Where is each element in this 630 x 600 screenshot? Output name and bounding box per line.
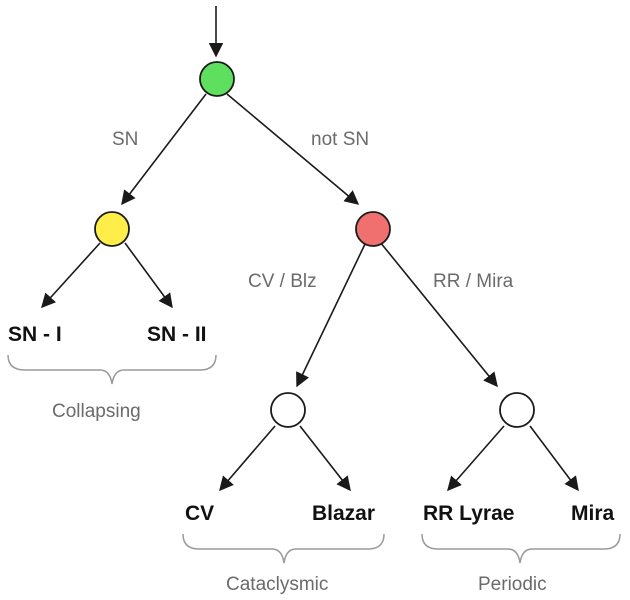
group-label-cataclysmic: Cataclysmic [226, 574, 328, 595]
edge-sn-to-sn-i [41, 242, 101, 309]
edge-sn-to-sn-ii [124, 242, 173, 309]
edge-label-not-sn: not SN [311, 129, 369, 150]
edge-root-to-sn [121, 93, 207, 206]
brace-periodic [421, 533, 621, 564]
group-label-periodic: Periodic [478, 574, 547, 595]
leaf-sn-ii: SN - II [147, 323, 207, 346]
rr-mira-node [499, 392, 535, 428]
edge-not-sn-to-rr-mira [379, 241, 498, 388]
edge-label-sn: SN [112, 129, 138, 150]
leaf-sn-i: SN - I [8, 323, 62, 346]
leaf-mira: Mira [571, 502, 615, 525]
edge-label-rr-mira: RR / Mira [433, 271, 514, 292]
leaf-rr-lyrae: RR Lyrae [423, 502, 514, 525]
edge-not-sn-to-cv-blz [296, 241, 367, 388]
cv-blz-node [270, 392, 306, 428]
root-node [199, 61, 235, 97]
edge-root-to-not-sn [226, 93, 360, 205]
edge-label-cv-blz: CV / Blz [248, 271, 317, 292]
edge-rr-mira-to-rr-lyrae [447, 425, 505, 492]
group-label-collapsing: Collapsing [52, 401, 141, 422]
not-sn-node [355, 211, 391, 247]
edge-cv-blz-to-cv [219, 425, 276, 492]
brace-collapsing [7, 354, 217, 385]
sn-node [94, 211, 130, 247]
leaf-blazar: Blazar [312, 502, 375, 525]
edge-rr-mira-to-mira [529, 425, 579, 492]
leaf-cv: CV [185, 502, 214, 525]
edge-cv-blz-to-blazar [299, 425, 351, 492]
brace-cataclysmic [182, 533, 385, 564]
